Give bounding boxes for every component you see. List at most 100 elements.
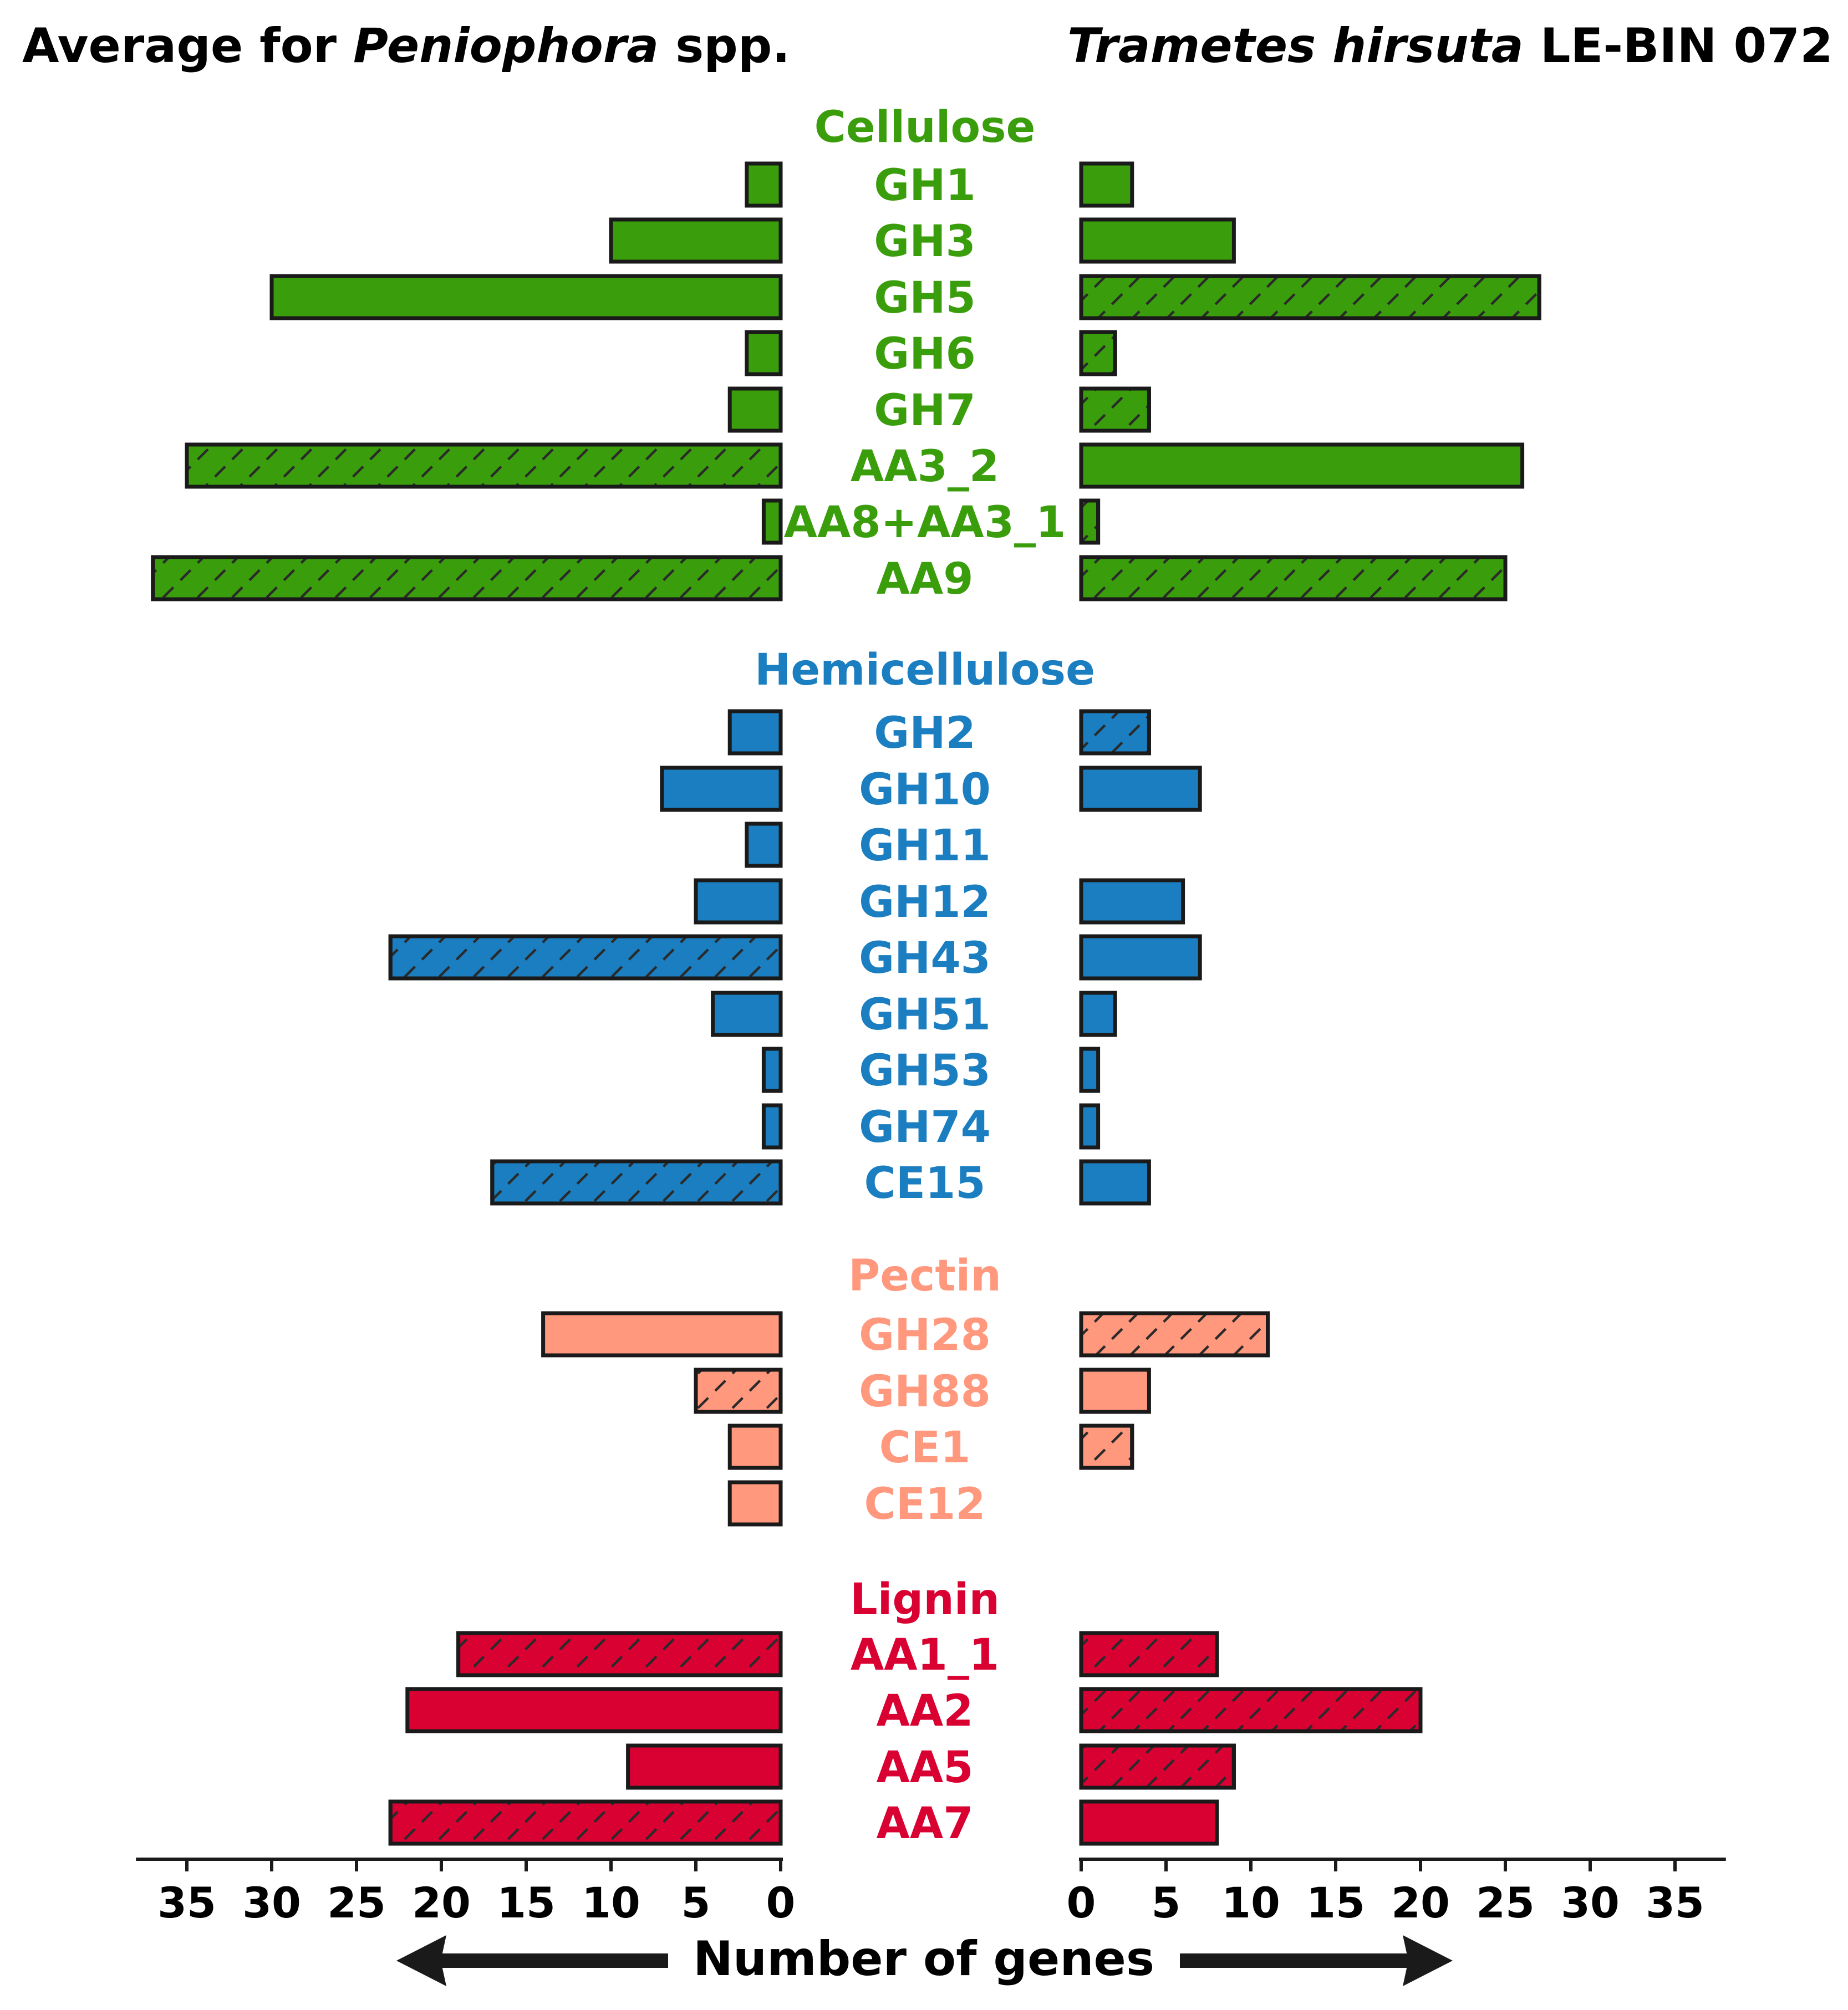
- plot-area: CelluloseGH1GH3GH5GH6GH7AA3_2AA8+AA3_1AA…: [136, 103, 1726, 1986]
- right-bar: [1079, 991, 1117, 1037]
- right-bar: [1079, 1103, 1101, 1150]
- right-bar-hatch: [1079, 555, 1508, 601]
- family-label: GH43: [859, 933, 991, 983]
- family-label: GH51: [859, 990, 991, 1040]
- right-tick-label: 25: [1476, 1878, 1535, 1927]
- left-bar-hatch: [151, 555, 783, 601]
- right-tick-label: 10: [1221, 1878, 1280, 1927]
- left-bar: [761, 498, 783, 545]
- left-bar: [761, 1103, 783, 1150]
- right-bar-hatch: [1079, 1424, 1134, 1470]
- right-bar-hatch: [1079, 709, 1151, 756]
- right-tick-label: 0: [1067, 1878, 1096, 1927]
- right-bar: [1079, 1047, 1101, 1093]
- family-label: AA5: [876, 1743, 973, 1793]
- left-tick-label: 15: [497, 1878, 556, 1927]
- family-label: GH11: [859, 821, 991, 871]
- left-bar: [541, 1311, 783, 1358]
- right-tick-label: 35: [1646, 1878, 1704, 1927]
- right-bar: [1079, 217, 1236, 264]
- group-heading: Pectin: [848, 1251, 1001, 1301]
- left-bar: [660, 766, 783, 812]
- right-bar: [1079, 766, 1202, 812]
- family-label: AA2: [876, 1686, 973, 1736]
- family-label: CE15: [864, 1159, 985, 1208]
- group-heading: Hemicellulose: [755, 645, 1095, 695]
- family-label: GH3: [874, 217, 976, 267]
- left-arrow-head: [396, 1935, 446, 1986]
- family-label: CE1: [879, 1423, 971, 1473]
- right-bar: [1079, 1159, 1151, 1206]
- left-bar: [711, 991, 783, 1037]
- left-tick-label: 35: [157, 1878, 216, 1927]
- left-bar-hatch: [456, 1631, 783, 1677]
- right-bar-hatch: [1079, 386, 1151, 433]
- left-bar: [609, 217, 783, 264]
- left-bar-hatch: [694, 1368, 783, 1414]
- family-label: AA8+AA3_1: [784, 498, 1066, 548]
- left-bar: [761, 1047, 783, 1093]
- left-bar-hatch: [388, 1799, 783, 1846]
- left-tick-label: 5: [681, 1878, 711, 1927]
- family-label: GH1: [874, 161, 976, 211]
- family-label: AA9: [876, 554, 973, 604]
- family-label: CE12: [864, 1480, 985, 1529]
- family-label: GH10: [859, 765, 991, 815]
- family-label: AA7: [876, 1799, 973, 1849]
- family-label: GH28: [859, 1310, 991, 1360]
- group-heading: Lignin: [850, 1575, 1000, 1625]
- left-bar: [727, 1424, 783, 1470]
- right-bar: [1079, 1799, 1219, 1846]
- left-bar: [727, 709, 783, 756]
- left-panel-title: Average for Peniophora spp.: [22, 18, 790, 74]
- right-tick-label: 15: [1306, 1878, 1365, 1927]
- right-bar-hatch: [1079, 1311, 1270, 1358]
- family-label: GH2: [874, 708, 976, 758]
- right-bar-hatch: [1079, 1631, 1219, 1677]
- family-label: GH74: [859, 1103, 991, 1152]
- right-bar-hatch: [1079, 330, 1117, 376]
- left-tick-label: 25: [327, 1878, 386, 1927]
- right-tick-label: 5: [1152, 1878, 1181, 1927]
- family-label: GH7: [874, 386, 976, 436]
- left-bar-hatch: [185, 442, 783, 489]
- family-label: GH12: [859, 878, 991, 927]
- left-bar: [269, 274, 783, 320]
- right-bar-hatch: [1079, 274, 1541, 320]
- right-bar-hatch: [1079, 1743, 1236, 1790]
- left-tick-label: 0: [766, 1878, 796, 1927]
- family-label: AA1_1: [851, 1630, 999, 1680]
- left-bar: [727, 1480, 783, 1527]
- right-tick-label: 20: [1391, 1878, 1450, 1927]
- right-bar: [1079, 161, 1134, 208]
- family-label: AA3_2: [851, 442, 999, 492]
- family-label: GH53: [859, 1046, 991, 1096]
- right-bar-hatch: [1079, 498, 1101, 545]
- left-bar: [745, 822, 783, 868]
- right-bar: [1079, 878, 1185, 925]
- left-bar: [745, 330, 783, 376]
- right-panel-title: Trametes hirsuta LE-BIN 072: [1067, 18, 1833, 74]
- right-bar: [1079, 442, 1525, 489]
- right-bar: [1079, 1368, 1151, 1414]
- left-tick-label: 10: [582, 1878, 640, 1927]
- left-bar-hatch: [490, 1159, 783, 1206]
- left-bar: [626, 1743, 783, 1790]
- left-bar: [405, 1687, 783, 1733]
- left-tick-label: 20: [412, 1878, 471, 1927]
- right-bar: [1079, 934, 1202, 981]
- right-bar-hatch: [1079, 1687, 1423, 1733]
- left-tick-label: 30: [242, 1878, 301, 1927]
- family-label: GH5: [874, 273, 976, 323]
- x-axis-label: Number of genes: [693, 1931, 1154, 1987]
- left-bar: [694, 878, 783, 925]
- family-label: GH88: [859, 1367, 991, 1417]
- right-tick-label: 30: [1561, 1878, 1620, 1927]
- group-heading: Cellulose: [814, 103, 1036, 152]
- left-bar: [745, 161, 783, 208]
- family-label: GH6: [874, 329, 976, 379]
- left-bar-hatch: [388, 934, 783, 981]
- left-bar: [727, 386, 783, 433]
